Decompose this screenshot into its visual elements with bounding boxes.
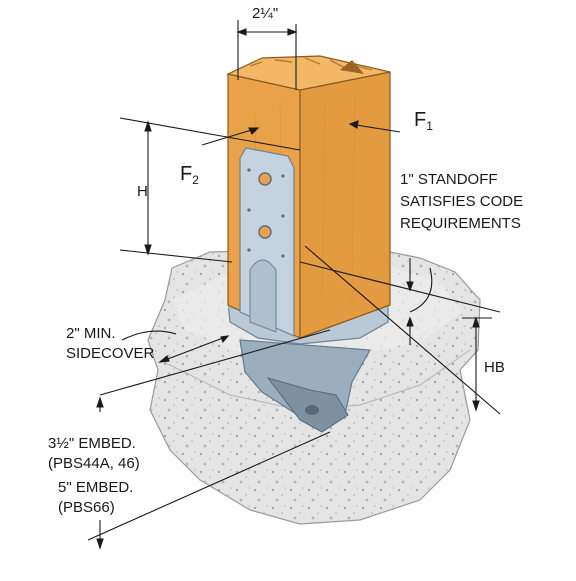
hb-dimension-label: HB (484, 359, 505, 376)
embed-3-5-note-line2: (PBS44A, 46) (48, 455, 140, 472)
standoff-note-line2: SATISFIES CODE (400, 193, 523, 210)
width-dimension-label: 2¼" (252, 5, 278, 22)
dimension-lines (87, 20, 501, 550)
embed-3-5-note-line1: 3½" EMBED. (48, 435, 136, 452)
force-2-label: F2 (180, 163, 199, 187)
post-right-face (299, 71, 391, 339)
sidecover-note-line2: SIDECOVER (66, 345, 155, 362)
embed-5-note-line1: 5" EMBED. (58, 479, 133, 496)
force-1-label: F1 (414, 109, 433, 133)
standoff-note-line3: REQUIREMENTS (400, 215, 521, 232)
embed-5-note-line2: (PBS66) (58, 499, 115, 516)
steel-side-plate (239, 147, 295, 337)
embedded-anchor (239, 339, 371, 433)
fastener-hole-top (258, 172, 272, 186)
height-dimension-label: H (137, 183, 148, 200)
sidecover-note-line1: 2" MIN. (66, 325, 116, 342)
diagram-labels: 2¼" H F2 F1 1" STANDOFF SATISFIES CODE R… (48, 5, 523, 516)
standoff-note-line1: 1" STANDOFF (400, 171, 498, 188)
fastener-hole-middle (258, 225, 272, 239)
